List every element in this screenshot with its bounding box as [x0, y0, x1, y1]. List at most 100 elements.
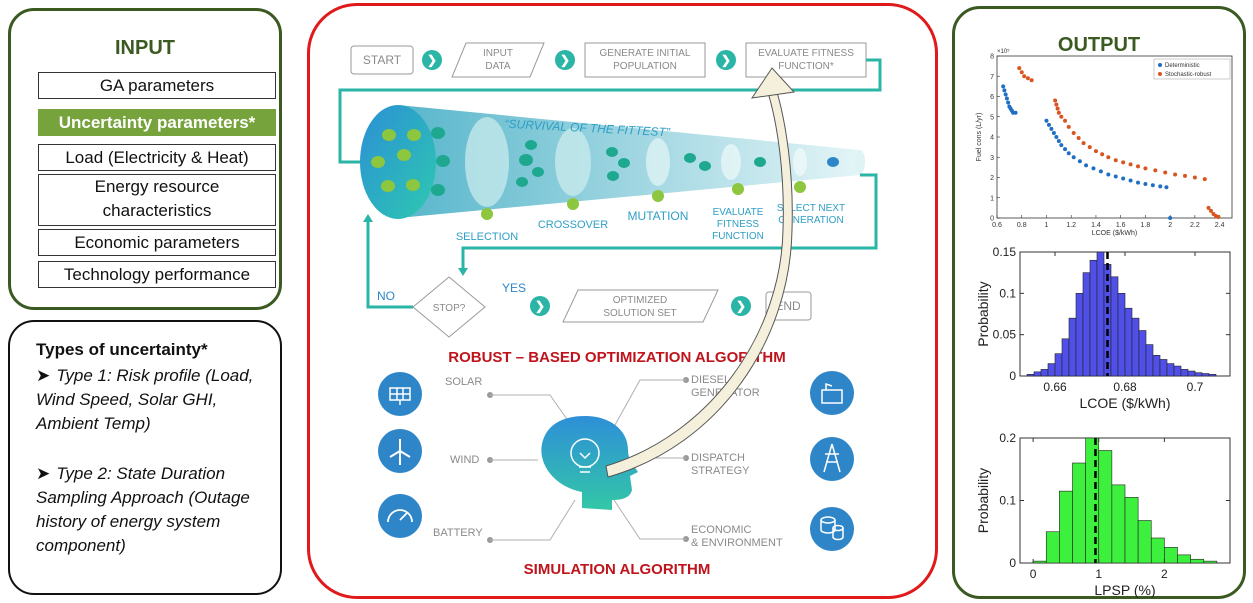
uncertainty-panel: Types of uncertainty* ➤Type 1: Risk prof…: [8, 320, 282, 595]
feedback-arrow-head: [750, 67, 796, 99]
legend-marker: [1158, 63, 1162, 67]
histogram-bar: [1166, 363, 1175, 377]
x-tick-label: 0.66: [1043, 380, 1067, 394]
funnel-tail: [855, 150, 865, 174]
start-box: [350, 45, 414, 75]
scatter-point: [1004, 96, 1009, 101]
y-tick-label: 0.1: [999, 286, 1016, 300]
legend-marker: [1158, 72, 1162, 76]
histogram-bar: [1137, 520, 1152, 564]
histogram-bar: [1124, 307, 1133, 377]
stage-icon: [794, 181, 806, 193]
y-tick-label: 0: [1009, 556, 1016, 570]
x-axis-label: LPSP (%): [1094, 582, 1155, 598]
individual-dot: [371, 156, 385, 168]
y-tick-label: 0.1: [999, 494, 1016, 508]
histogram-bar: [1201, 373, 1210, 377]
stop-label: STOP?: [433, 303, 466, 314]
scatter-point: [1128, 162, 1133, 167]
scatter-point: [1081, 141, 1086, 146]
stop-decision: [412, 276, 486, 338]
scatter-point: [1063, 118, 1068, 123]
y-tick-label: 0: [1009, 369, 1016, 383]
scatter-point: [1136, 180, 1140, 185]
histogram-bar: [1180, 369, 1189, 377]
histogram-bar: [1203, 560, 1218, 564]
economic-icon-circle: [810, 507, 854, 551]
diesel-icon-circle: [810, 371, 854, 415]
legend-label: Deterministic: [1165, 63, 1200, 69]
individual-dot: [607, 171, 619, 181]
y-tick-label: 7: [990, 74, 994, 81]
histogram-bar: [1110, 276, 1119, 377]
individual-dot: [827, 157, 839, 167]
y-axis-label: Fuel cons (L/yr): [976, 113, 983, 162]
scatter-point: [1202, 177, 1207, 182]
x-tick-label: 0.7: [1187, 380, 1204, 394]
histogram-bar: [1145, 344, 1154, 377]
histogram-bar: [1032, 560, 1047, 564]
generator-icon: [821, 382, 843, 404]
x-tick-label: 2.2: [1190, 222, 1200, 229]
histogram-bar: [1159, 359, 1168, 377]
output-panel: OUTPUT: [952, 6, 1246, 599]
wind-turbine-icon: [389, 439, 411, 465]
scatter-point: [1002, 88, 1007, 93]
individual-dot: [406, 179, 420, 191]
next-arrow-icon: [530, 296, 550, 316]
individual-dot: [525, 140, 537, 150]
scatter-point: [1128, 178, 1133, 183]
scatter-plot-area: [996, 55, 1233, 219]
stage-icon: [567, 198, 579, 210]
x-tick-label: 1.2: [1066, 222, 1076, 229]
scatter-point: [1150, 183, 1155, 188]
x-axis-label: LCOE ($/kWh): [1092, 230, 1138, 237]
scatter-point: [1093, 149, 1098, 154]
scatter-point: [1059, 143, 1064, 148]
individual-dot: [519, 154, 533, 166]
scatter-point: [1076, 136, 1081, 141]
sim-solar-label: SOLAR: [445, 376, 482, 388]
scatter-point: [1091, 166, 1096, 171]
histogram-bar: [1096, 251, 1105, 377]
histogram-bar: [1085, 437, 1100, 564]
scatter-point: [1143, 181, 1148, 186]
scatter-point: [1066, 151, 1071, 156]
y-scale-label: ×10⁵: [997, 48, 1010, 55]
x-tick-label: 0: [1030, 567, 1037, 581]
param-uncertainty: Uncertainty parameters*: [38, 109, 276, 136]
next-arrow-icon: [731, 296, 751, 316]
x-tick-label: 2: [1168, 222, 1172, 229]
y-tick-label: 4: [990, 135, 994, 142]
y-tick-label: 8: [990, 54, 994, 61]
scatter-point: [1071, 155, 1076, 160]
y-tick-label: 0.15: [993, 245, 1017, 259]
battery-icon-circle: [378, 494, 422, 538]
histogram-bar: [1026, 374, 1035, 377]
scatter-point: [1054, 102, 1059, 107]
legend-box: [1153, 58, 1231, 80]
y-tick-label: 3: [990, 155, 994, 162]
histogram-bar: [1150, 537, 1165, 564]
y-tick-label: 0.2: [999, 431, 1016, 445]
funnel-ring: [721, 144, 741, 180]
histogram-bar: [1040, 369, 1049, 377]
scatter-point: [1054, 135, 1059, 139]
histogram-bar: [1082, 272, 1091, 377]
x-tick-label: 0.68: [1113, 380, 1137, 394]
connector-arrow-icon: [363, 214, 373, 222]
sim-battery-label: BATTERY: [433, 527, 483, 539]
scatter-point: [1106, 155, 1111, 160]
param-load: Load (Electricity & Heat): [38, 144, 276, 171]
y-tick-label: 6: [990, 94, 994, 101]
sim-connector: [614, 379, 686, 426]
individual-dot: [699, 161, 711, 171]
input-title: INPUT: [115, 37, 175, 59]
scatter-point: [1206, 205, 1211, 210]
arrow-bullet-icon: ➤: [36, 366, 51, 385]
histogram-bar: [1111, 484, 1126, 564]
